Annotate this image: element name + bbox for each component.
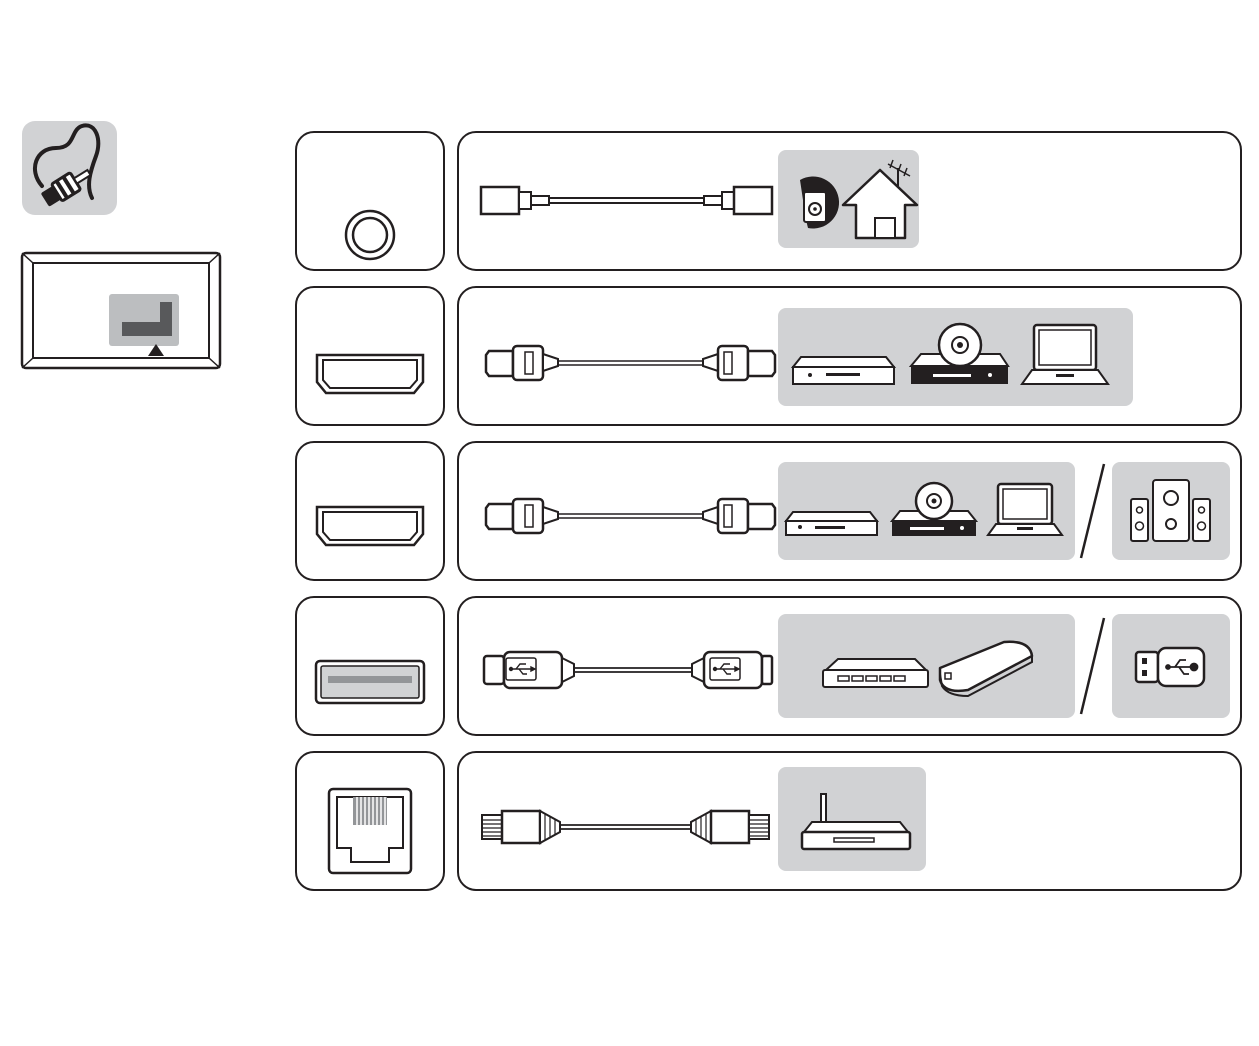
- row-usb: [296, 597, 1241, 735]
- usb-flash-drive-icon: [1136, 648, 1204, 686]
- set-top-box-icon: [793, 357, 894, 384]
- usb-hub-icon: [823, 659, 928, 687]
- tv-rear-port-location-icon: [22, 253, 220, 368]
- laptop-icon-arc: [988, 484, 1062, 535]
- row-ethernet: [296, 752, 1241, 890]
- row-hdmi-arc: [296, 442, 1241, 580]
- row-coaxial: [296, 132, 1241, 270]
- row-hdmi: [296, 287, 1241, 425]
- laptop-icon: [1022, 325, 1108, 384]
- cable-plug-icon: [22, 121, 117, 215]
- set-top-box-icon-arc: [786, 512, 877, 535]
